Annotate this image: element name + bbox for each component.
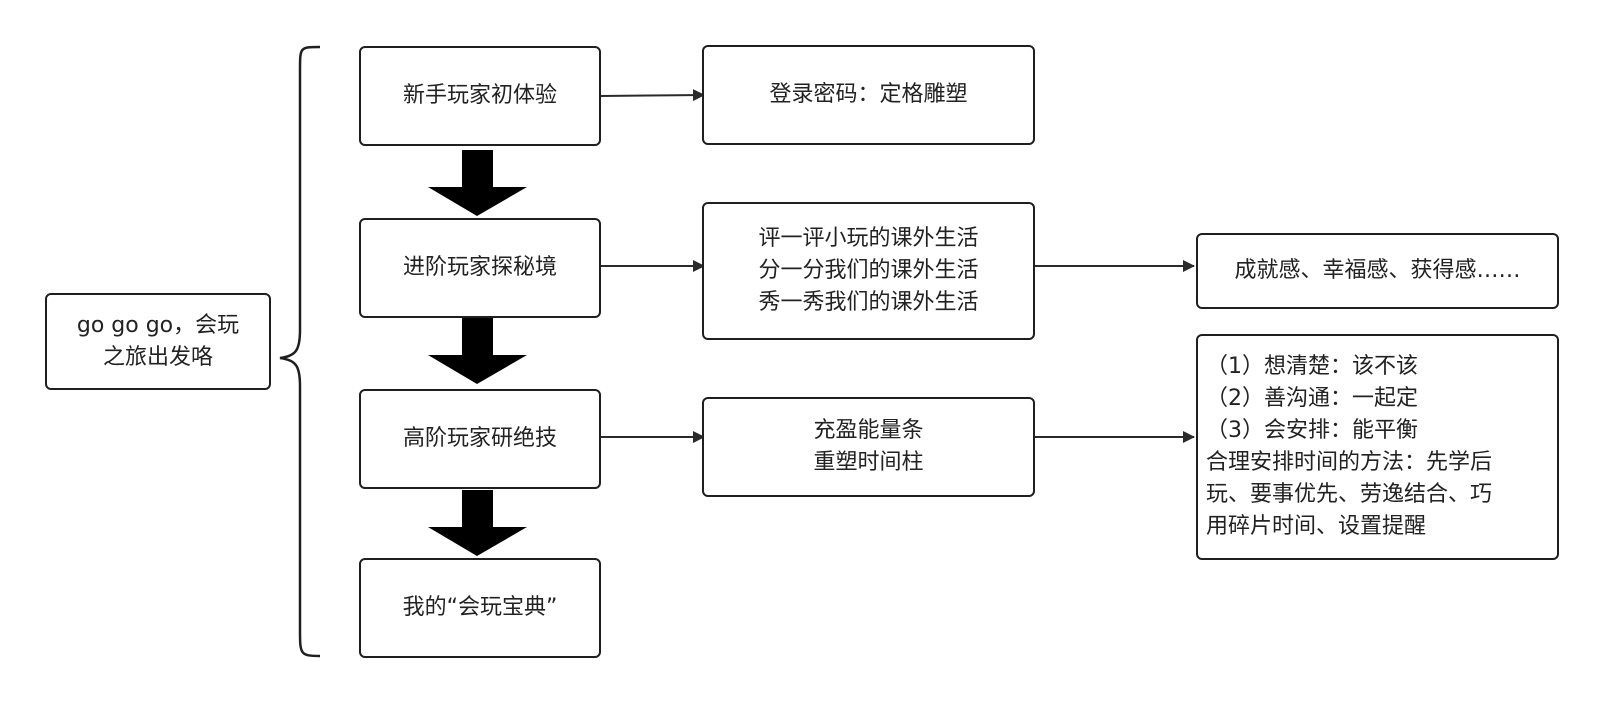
outcome-feelings-line-1: 成就感、幸福感、获得感…… — [1234, 258, 1521, 283]
outcome-methods-box: （1）想清楚：该不该 （2）善沟通：一起定 （3）会安排：能平衡 合理安排时间的… — [1196, 334, 1559, 560]
root-line-2: 之旅出发咯 — [102, 344, 213, 370]
stage-advanced-label: 进阶玩家探秘境 — [402, 255, 557, 280]
curly-brace — [279, 45, 321, 658]
stage-novice-label: 新手玩家初体验 — [402, 83, 557, 108]
detail-password-line-1: 登录密码：定格雕塑 — [769, 82, 968, 107]
stage-advanced-box: 进阶玩家探秘境 — [359, 218, 601, 318]
outcome-methods-line-1: （1）想清楚：该不该 — [1206, 354, 1418, 379]
stage-handbook-box: 我的“会玩宝典” — [359, 558, 601, 658]
stage-expert-box: 高阶玩家研绝技 — [359, 389, 601, 489]
detail-energy-box: 充盈能量条 重塑时间柱 — [702, 397, 1035, 497]
stage-novice-box: 新手玩家初体验 — [359, 46, 601, 146]
detail-energy-line-2: 重塑时间柱 — [813, 450, 924, 475]
detail-energy-line-1: 充盈能量条 — [813, 418, 924, 443]
outcome-methods-line-6: 用碎片时间、设置提醒 — [1206, 514, 1427, 539]
outcome-methods-line-2: （2）善沟通：一起定 — [1206, 386, 1418, 411]
root-line-1: go go go，会玩 — [76, 312, 240, 338]
root-node: go go go，会玩 之旅出发咯 — [45, 293, 271, 390]
outcome-feelings-box: 成就感、幸福感、获得感…… — [1196, 233, 1559, 309]
down-arrow-1 — [428, 150, 527, 216]
down-arrow-3 — [428, 490, 527, 556]
outcome-methods-line-3: （3）会安排：能平衡 — [1206, 418, 1418, 443]
outcome-methods-line-5: 玩、要事优先、劳逸结合、巧 — [1206, 482, 1493, 507]
down-arrow-2 — [428, 318, 527, 384]
detail-activities-box: 评一评小玩的课外生活 分一分我们的课外生活 秀一秀我们的课外生活 — [702, 202, 1035, 340]
detail-activities-line-3: 秀一秀我们的课外生活 — [758, 290, 979, 315]
connector-stage1-detail1 — [600, 89, 705, 102]
stage-handbook-label: 我的“会玩宝典” — [402, 595, 558, 620]
stage-expert-label: 高阶玩家研绝技 — [402, 426, 557, 451]
detail-password-box: 登录密码：定格雕塑 — [702, 45, 1035, 145]
detail-activities-line-2: 分一分我们的课外生活 — [758, 258, 979, 283]
detail-activities-line-1: 评一评小玩的课外生活 — [758, 226, 979, 251]
outcome-methods-line-4: 合理安排时间的方法：先学后 — [1206, 450, 1493, 475]
